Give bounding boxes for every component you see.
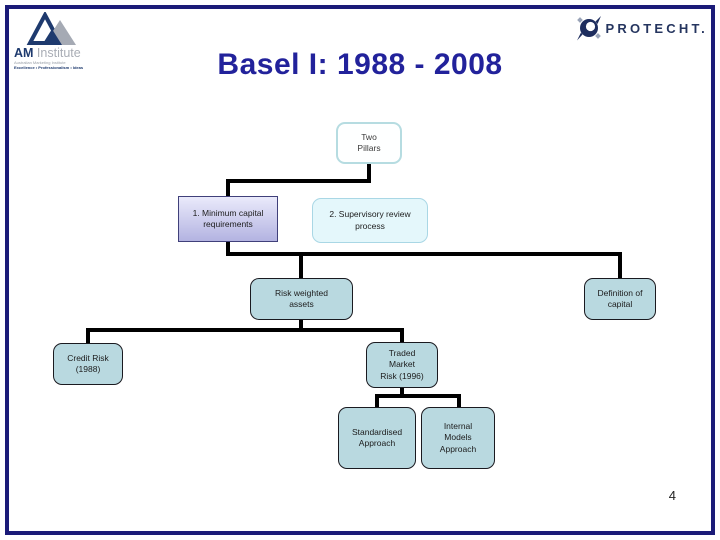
- connector-h-pillars: [226, 179, 371, 183]
- node-supervisory-review: 2. Supervisory review process: [312, 198, 428, 243]
- connector-v-to-internal: [457, 394, 461, 407]
- connector-v-to-defcap: [618, 252, 622, 278]
- am-name: Institute: [33, 46, 81, 60]
- connector-v-traded-down: [400, 388, 404, 398]
- protecht-swirl-icon: [576, 16, 601, 41]
- connector-h-rwa-children: [86, 328, 404, 332]
- connector-h-traded-children: [375, 394, 461, 398]
- connector-v-to-credit: [86, 328, 90, 343]
- node-internal-models-approach: Internal Models Approach: [421, 407, 495, 469]
- protecht-wordmark: PROTECHT.: [605, 20, 708, 36]
- connector-v-rwa-down: [299, 320, 303, 332]
- connector-v-to-rwa: [299, 252, 303, 278]
- node-minimum-capital: 1. Minimum capital requirements: [178, 196, 278, 242]
- am-institute-logo: AM Institute Australian Marketing Instit…: [14, 12, 92, 70]
- connector-v-to-traded: [400, 328, 404, 342]
- node-credit-risk: Credit Risk (1988): [53, 343, 123, 385]
- am-institute-wordmark: AM Institute: [14, 47, 92, 60]
- connector-tp-stem: [367, 163, 371, 182]
- connector-v-to-mincap: [226, 179, 230, 197]
- node-two-pillars: Two Pillars: [336, 122, 402, 164]
- connector-h-mincap-children: [226, 252, 622, 256]
- protecht-logo: PROTECHT.: [576, 15, 708, 41]
- am-tagline-2: Excellence • Professionalism • Ideas: [14, 64, 84, 70]
- am-tagline-1: Australian Marketing Institute: [14, 59, 66, 65]
- connector-v-to-standardised: [375, 394, 379, 407]
- node-standardised-approach: Standardised Approach: [338, 407, 416, 469]
- page-number: 4: [668, 488, 676, 503]
- node-risk-weighted-assets: Risk weighted assets: [250, 278, 353, 320]
- am-abbr: AM: [14, 46, 34, 60]
- node-traded-market-risk: Traded Market Risk (1996): [366, 342, 438, 388]
- connector-v-mincap-down: [226, 242, 230, 256]
- am-institute-triangles-icon: [26, 12, 76, 45]
- slide-title: Basel I: 1988 - 2008: [217, 48, 503, 81]
- node-definition-of-capital: Definition of capital: [584, 278, 656, 320]
